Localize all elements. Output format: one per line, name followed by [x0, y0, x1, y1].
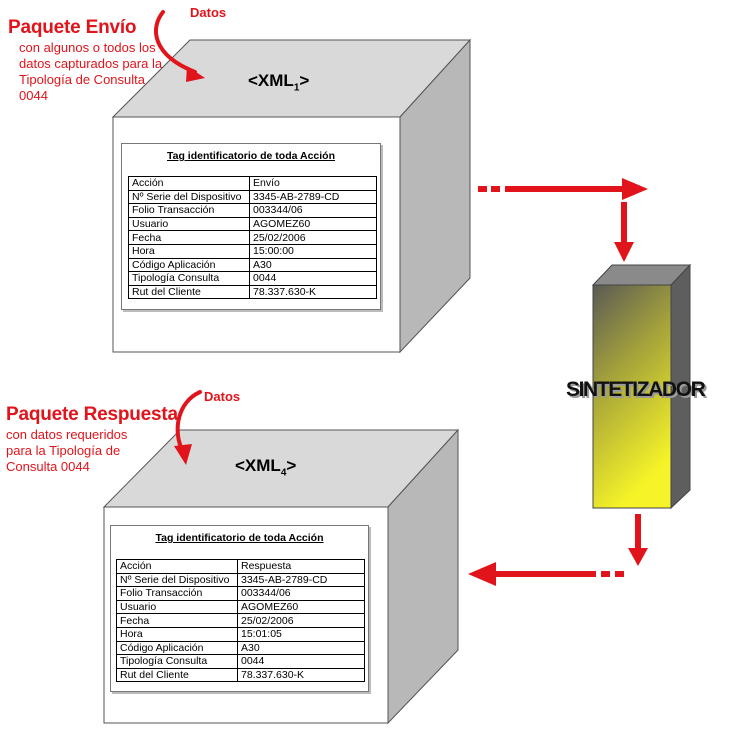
row-field-value: A30 — [237, 640, 365, 656]
respuesta-xml-tag: <XML4> — [235, 456, 296, 478]
flow-arrow-to-synth — [478, 178, 648, 200]
envio-xml-base: <XML — [248, 71, 294, 90]
row-field-name: Rut del Cliente — [128, 284, 250, 300]
envio-package-title: Paquete Envío — [8, 17, 137, 38]
respuesta-doc-title: Tag identificatorio de toda Acción — [155, 532, 324, 544]
row-field-name: Acción — [116, 559, 238, 574]
envio-datos-label: Datos — [190, 5, 227, 20]
respuesta-package-title: Paquete Respuesta — [6, 404, 178, 425]
respuesta-datos-label: Datos — [204, 389, 241, 404]
envio-package-description: con algunos o todos los datos capturados… — [19, 40, 163, 103]
respuesta-package-description: con datos requeridos para la Tipología d… — [6, 427, 128, 474]
row-field-value: 0044 — [249, 271, 377, 286]
envio-document: Tag identificatorio de toda Acción Acció… — [121, 143, 381, 310]
row-field-value: A30 — [249, 257, 377, 273]
row-field-value: 25/02/2006 — [249, 230, 377, 245]
row-field-name: Nº Serie del Dispositivo — [116, 572, 238, 588]
row-field-value: AGOMEZ60 — [249, 216, 377, 232]
envio-datos-arrow-head — [186, 66, 205, 82]
synthesizer-label: SINTETIZADOR — [566, 378, 706, 401]
synthesizer-front — [592, 284, 672, 509]
respuesta-xml-base: <XML — [235, 456, 281, 475]
row-field-value: 3345-AB-2789-CD — [237, 572, 365, 588]
row-field-name: Fecha — [116, 613, 238, 628]
flow-arrow-down-synth — [614, 202, 634, 262]
row-field-name: Fecha — [128, 230, 250, 245]
row-field-name: Tipología Consulta — [128, 271, 250, 286]
envio-xml-close: > — [299, 71, 310, 90]
row-field-value: AGOMEZ60 — [237, 599, 365, 615]
row-field-name: Folio Transacción — [116, 586, 238, 601]
respuesta-datos-arrow-head — [174, 444, 192, 465]
synthesizer-block — [591, 263, 692, 510]
row-field-value: 78.337.630-K — [249, 284, 377, 300]
row-field-value: 3345-AB-2789-CD — [249, 189, 377, 205]
respuesta-xml-close: > — [286, 456, 297, 475]
envio-xml-sub: 1 — [293, 82, 300, 94]
respuesta-xml-sub: 4 — [280, 467, 287, 479]
row-field-value: 15:00:00 — [249, 243, 377, 259]
row-field-value: 15:01:05 — [237, 626, 365, 642]
row-field-name: Código Aplicación — [128, 257, 250, 273]
row-field-value: 003344/06 — [237, 586, 365, 601]
envio-doc-title: Tag identificatorio de toda Acción — [166, 150, 335, 162]
flow-arrow-from-synth — [468, 514, 648, 586]
row-field-value: 003344/06 — [249, 203, 377, 218]
row-field-name: Folio Transacción — [128, 203, 250, 218]
row-field-name: Tipología Consulta — [116, 654, 238, 669]
row-field-value: 0044 — [237, 654, 365, 669]
row-field-name: Usuario — [128, 216, 250, 232]
row-field-value: Envío — [249, 176, 377, 191]
envio-datos-arrow — [154, 10, 197, 74]
row-field-value: 78.337.630-K — [237, 667, 365, 683]
respuesta-document: Tag identificatorio de toda Acción Acció… — [110, 525, 369, 692]
row-field-value: 25/02/2006 — [237, 613, 365, 628]
row-field-name: Hora — [128, 243, 250, 259]
row-field-name: Código Aplicación — [116, 640, 238, 656]
row-field-name: Rut del Cliente — [116, 667, 238, 683]
row-field-name: Nº Serie del Dispositivo — [128, 189, 250, 205]
row-field-value: Respuesta — [237, 559, 365, 574]
row-field-name: Hora — [116, 626, 238, 642]
row-field-name: Acción — [128, 176, 250, 191]
row-field-name: Usuario — [116, 599, 238, 615]
envio-xml-tag: <XML1> — [248, 71, 309, 93]
